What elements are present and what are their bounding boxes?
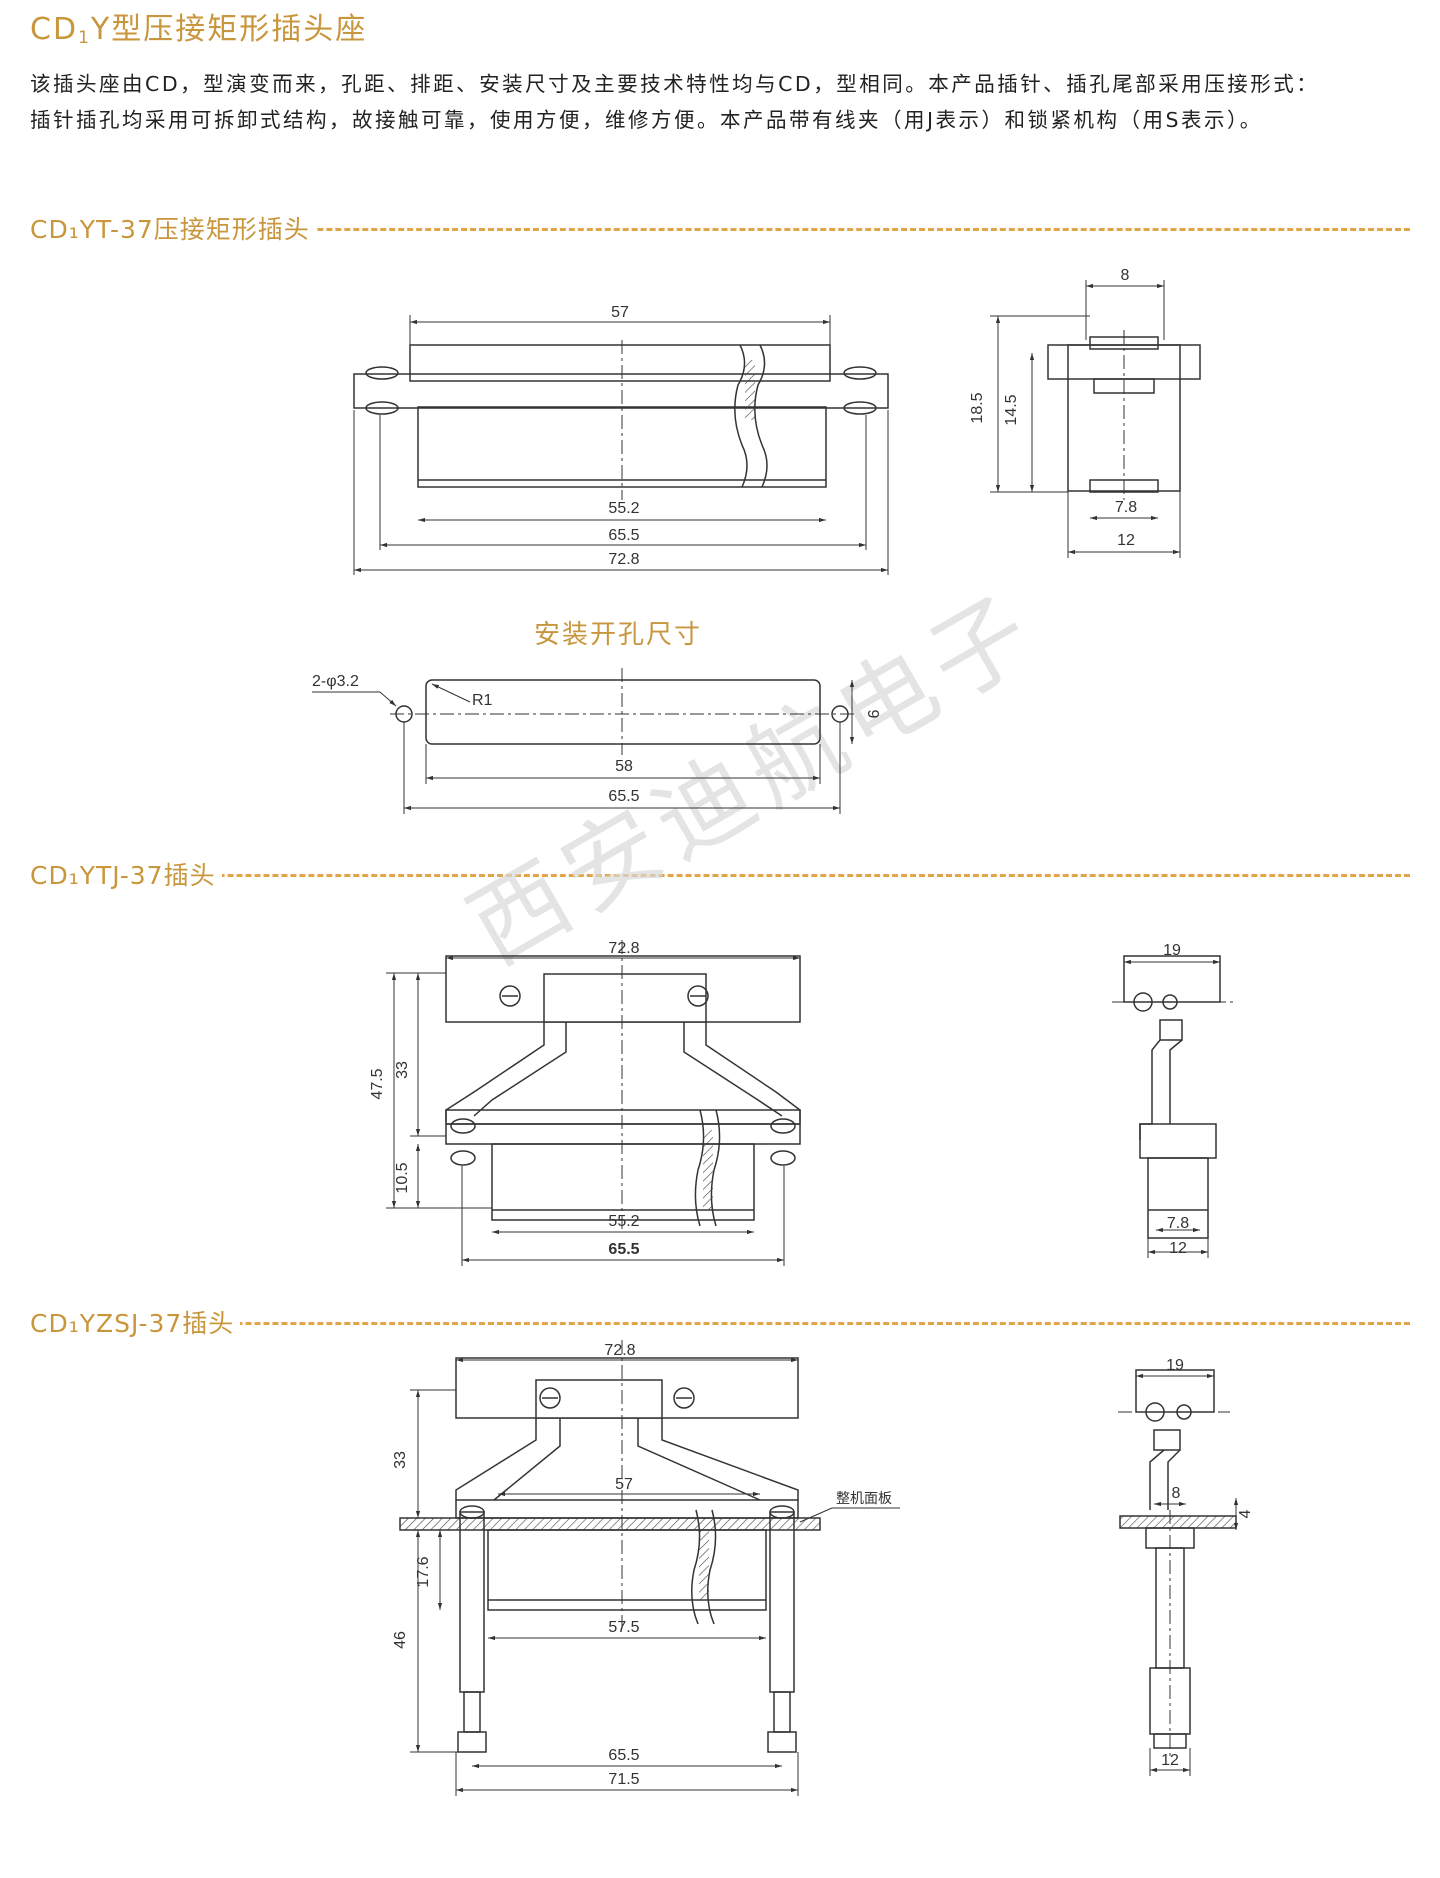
- page-title: CD1Y型压接矩形插头座: [30, 12, 368, 48]
- dim-72-8: 72.8: [604, 1342, 635, 1359]
- ytj37-side-view: 19 7.8 12: [1112, 942, 1234, 1258]
- dim-55-2: 55.2: [608, 1213, 639, 1230]
- dim-18-5: 18.5: [969, 392, 986, 423]
- dim-8: 8: [1172, 1485, 1181, 1502]
- dim-57: 57: [615, 1476, 633, 1493]
- dim-57-5: 57.5: [608, 1619, 639, 1636]
- mounting-cutout-title: 安装开孔尺寸: [534, 620, 703, 650]
- dim-14-5: 14.5: [1003, 394, 1020, 425]
- dim-46: 46: [392, 1631, 409, 1649]
- section-header-yzsj37: CD₁YZSJ-37插头: [30, 1304, 1410, 1340]
- yt37-side-view: 8 18.5 14.5 7.8 12: [969, 267, 1201, 558]
- dim-55-2: 55.2: [608, 500, 639, 517]
- dim-4: 4: [1237, 1509, 1254, 1518]
- dim-65-5: 65.5: [608, 527, 639, 544]
- dim-72-8: 72.8: [608, 940, 639, 957]
- yt37-front-view: 57 55.2 65.5 72.8: [353, 304, 889, 575]
- dim-7-8: 7.8: [1115, 499, 1137, 516]
- dim-12: 12: [1161, 1752, 1179, 1769]
- dim-72-8: 72.8: [608, 551, 639, 568]
- dim-12: 12: [1117, 532, 1135, 549]
- section-label: CD₁YTJ-37插头: [30, 856, 222, 892]
- mounting-cutout-drawing: 2-φ3.2 R1 9 58 65.5: [312, 668, 881, 814]
- section-label: CD₁YZSJ-37插头: [30, 1304, 241, 1340]
- intro-line-1: 该插头座由CD，型演变而来，孔距、排距、安装尺寸及主要技术特性均与CD，型相同。…: [30, 72, 1320, 96]
- yzsj37-front-view: 72.8 33 57 整机面板 17.6 46 57.5 65.5 71.5: [392, 1340, 900, 1796]
- dim-65-5: 65.5: [608, 1747, 639, 1764]
- dim-71-5: 71.5: [608, 1771, 639, 1788]
- section-header-ytj37: CD₁YTJ-37插头: [30, 856, 1410, 892]
- label-panel: 整机面板: [836, 1490, 892, 1506]
- dim-9: 9: [864, 710, 881, 719]
- dim-58: 58: [615, 758, 633, 775]
- yzsj37-side-view: 19 8 4 12: [1118, 1357, 1254, 1776]
- dim-19: 19: [1163, 942, 1181, 959]
- dim-12: 12: [1169, 1240, 1187, 1257]
- ytj37-front-view: 72.8 47.5 33 10.5 55.2 65.5: [369, 940, 801, 1266]
- label-r1: R1: [472, 692, 493, 709]
- intro-line-2: 插针插孔均采用可拆卸式结构，故接触可靠，使用方便，维修方便。本产品带有线夹（用J…: [30, 108, 1263, 132]
- dim-33: 33: [392, 1451, 409, 1469]
- dim-7-8: 7.8: [1167, 1215, 1189, 1232]
- intro-text: 该插头座由CD，型演变而来，孔距、排距、安装尺寸及主要技术特性均与CD，型相同。…: [30, 66, 1420, 138]
- dim-8: 8: [1121, 267, 1130, 284]
- dim-65-5: 65.5: [608, 1241, 639, 1258]
- dim-10-5: 10.5: [394, 1162, 411, 1193]
- dim-57: 57: [611, 304, 629, 321]
- section-label: CD₁YT-37压接矩形插头: [30, 210, 316, 246]
- dim-47-5: 47.5: [369, 1068, 386, 1099]
- dim-33: 33: [394, 1061, 411, 1079]
- dim-65-5: 65.5: [608, 788, 639, 805]
- dim-19: 19: [1166, 1357, 1184, 1374]
- label-holes: 2-φ3.2: [312, 673, 359, 690]
- section-header-yt37: CD₁YT-37压接矩形插头: [30, 210, 1410, 246]
